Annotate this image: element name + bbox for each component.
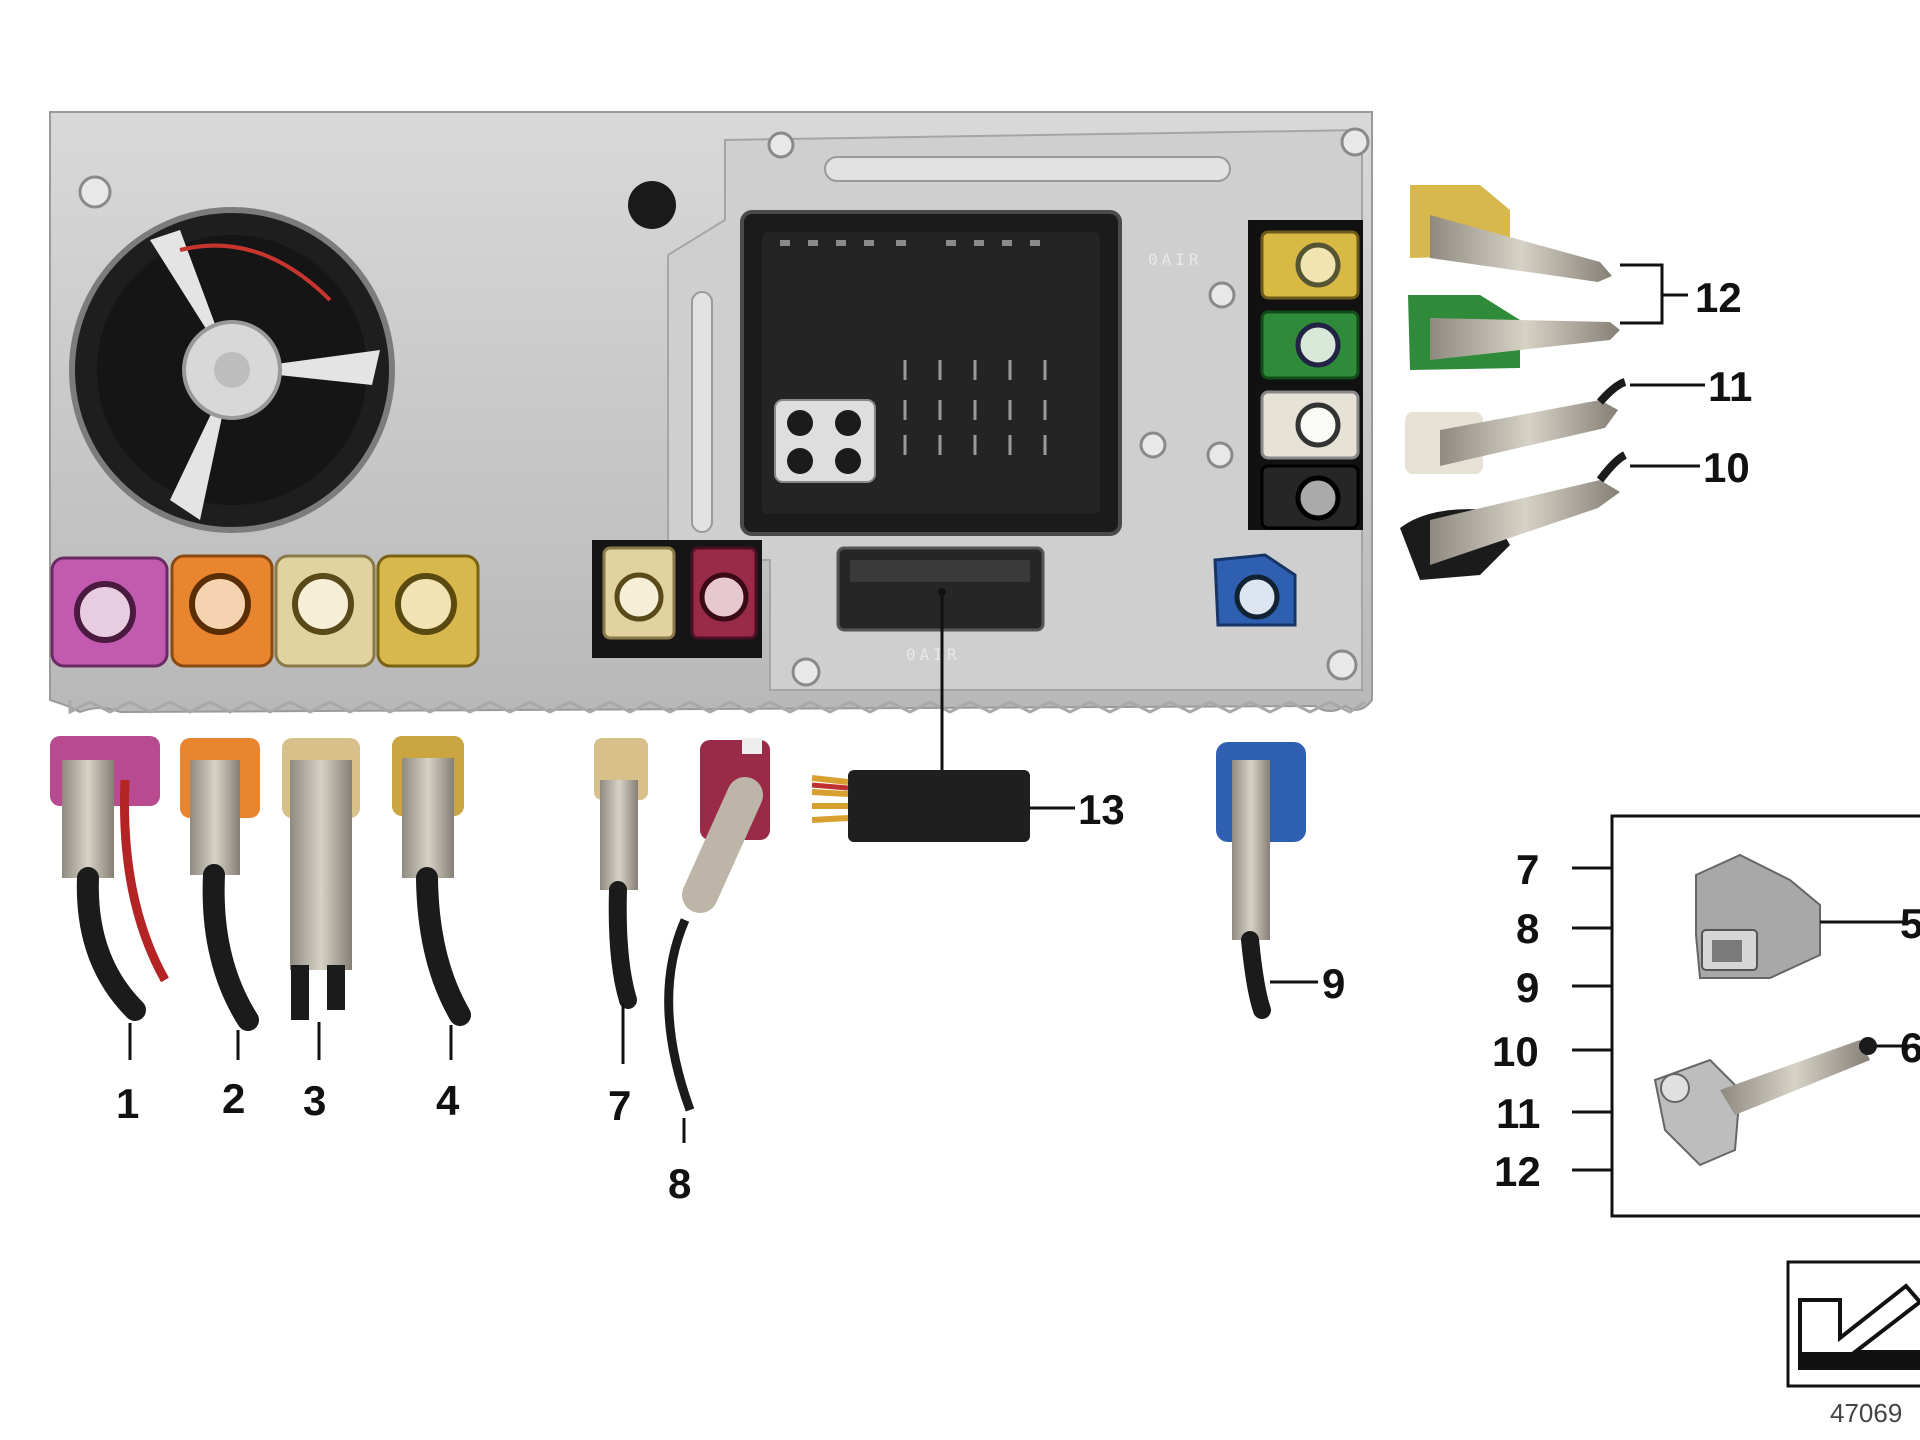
- head-unit: 0AIR 0AIR: [49, 111, 1373, 715]
- mounting-screw: [78, 127, 1370, 687]
- main-multipin-connector: [740, 210, 1122, 536]
- callout-12: 12: [1695, 274, 1742, 321]
- connector-3: [282, 738, 360, 1020]
- connector-11: [1405, 378, 1627, 474]
- callout-13: 13: [1078, 786, 1125, 833]
- callout-9: 9: [1322, 960, 1345, 1007]
- connector-12-curry: [1410, 185, 1612, 282]
- connector-2: [180, 738, 260, 1031]
- inset-label-12: 12: [1494, 1148, 1541, 1195]
- inset-callout-5: 5: [1900, 900, 1920, 947]
- bottom-socket-row: [50, 540, 762, 668]
- connector-1: [50, 736, 169, 1021]
- callout-1: 1: [116, 1080, 139, 1127]
- callout-11: 11: [1708, 363, 1752, 410]
- cooling-fan: [69, 207, 395, 533]
- connector-4: [392, 736, 471, 1026]
- callout-4: 4: [436, 1077, 460, 1124]
- callout-7: 7: [608, 1082, 631, 1129]
- housing-clip: [1695, 853, 1821, 979]
- fakra-socket-stack: [1248, 220, 1363, 530]
- callout-labels: 1 2 3 4 7 8 9 13 12 11 10: [116, 274, 1752, 1207]
- housing-stamp: 0AIR: [906, 645, 961, 664]
- inset-label-10: 10: [1492, 1028, 1539, 1075]
- callout-3: 3: [303, 1077, 326, 1124]
- connector-10: [1400, 451, 1627, 580]
- inset-label-11: 11: [1496, 1090, 1540, 1137]
- housing-serrated-edge: [68, 700, 1366, 715]
- angled-plug: [1653, 1040, 1870, 1167]
- inset-label-8: 8: [1516, 905, 1539, 952]
- socket-water-blue: [1213, 553, 1297, 627]
- inset-label-9: 9: [1516, 964, 1539, 1011]
- document-number-box: 47069: [1786, 1260, 1920, 1428]
- callout-8: 8: [668, 1160, 691, 1207]
- connector-9: [1216, 742, 1306, 1019]
- connector-13: [811, 770, 1030, 842]
- inset-label-7: 7: [1516, 846, 1539, 893]
- leader-lines: [128, 263, 1705, 1143]
- callout-2: 2: [222, 1075, 245, 1122]
- housing-stamp-top: 0AIR: [1148, 250, 1203, 269]
- callout-10: 10: [1703, 444, 1750, 491]
- connector-7: [594, 738, 648, 1009]
- inset-callout-6: 6: [1900, 1024, 1920, 1071]
- inset-box: 7 8 9 10 11 12 5 6: [1492, 814, 1920, 1218]
- housing-hole: [628, 181, 676, 229]
- connector-8: [664, 738, 770, 1112]
- connector-12-green: [1408, 295, 1620, 370]
- edit-arrow-icon: [1798, 1283, 1920, 1370]
- document-number: 47069: [1830, 1398, 1902, 1428]
